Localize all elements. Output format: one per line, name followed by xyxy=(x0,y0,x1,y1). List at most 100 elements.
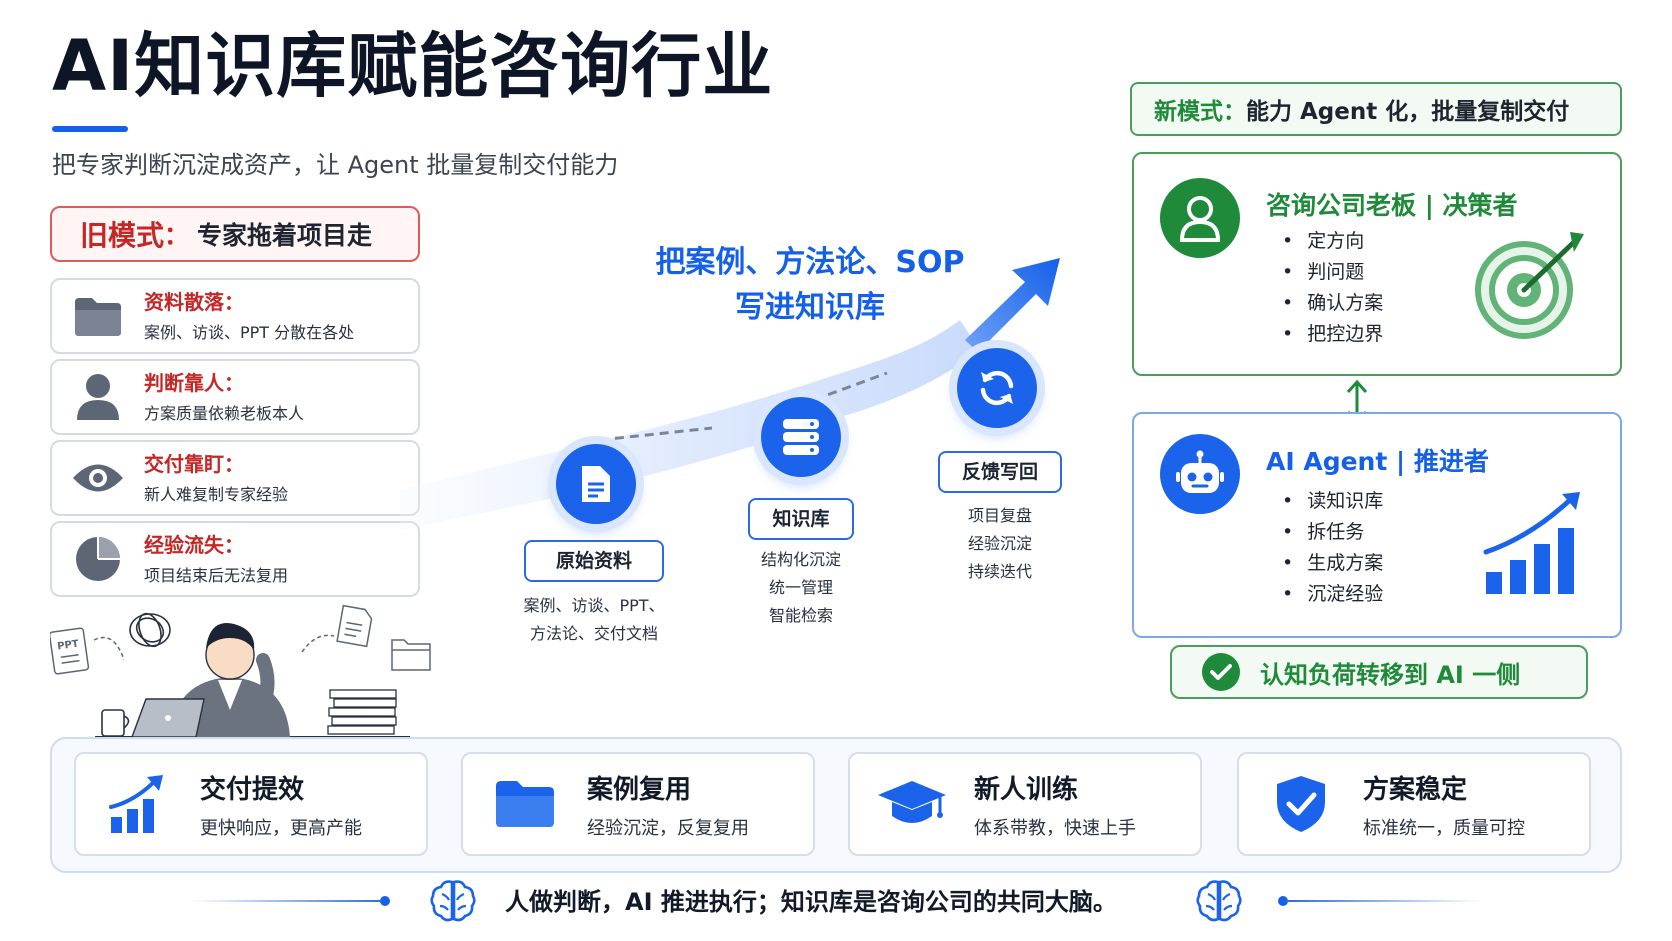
ppt-label: PPT xyxy=(57,639,80,653)
eye-icon xyxy=(52,442,144,514)
refresh-icon xyxy=(980,370,1014,406)
agent-duties-list: 读知识库 拆任务 生成方案 沉淀经验 xyxy=(1286,486,1383,610)
flow-band xyxy=(400,320,980,530)
database-icon xyxy=(783,419,819,455)
paper-stack-icon xyxy=(327,689,397,735)
ppt-document-icon: PPT xyxy=(48,627,90,675)
list-item: 拆任务 xyxy=(1286,517,1383,548)
old-item-desc: 项目结束后无法复用 xyxy=(144,565,289,585)
document-icon xyxy=(582,466,610,502)
old-mode-item-loss: 经验流失： 项目结束后无法复用 xyxy=(50,521,420,597)
node-desc-line: 持续迭代 xyxy=(967,562,1032,581)
growth-chart-icon xyxy=(76,773,200,835)
footer-tagline: 人做判断，AI 推进执行；知识库是咨询公司的共同大脑。 xyxy=(505,888,1117,916)
old-mode-item-scattered: 资料散落： 案例、访谈、PPT 分散在各处 xyxy=(50,278,420,354)
scribble-icon xyxy=(129,612,171,648)
bar-growth-icon xyxy=(1483,492,1580,594)
node-raw-material xyxy=(556,444,636,524)
new-mode-text: 能力 Agent 化，批量复制交付 xyxy=(1246,99,1570,125)
list-item: 生成方案 xyxy=(1286,548,1383,579)
list-item: 把控边界 xyxy=(1286,319,1383,350)
benefit-card-training: 新人训练 体系带教，快速上手 xyxy=(848,752,1202,856)
node-desc-line: 项目复盘 xyxy=(967,506,1032,525)
node-desc-line: 案例、访谈、PPT、 xyxy=(523,596,665,615)
new-mode-label: 新模式： xyxy=(1154,99,1246,125)
benefit-desc: 更快响应，更高产能 xyxy=(200,817,362,839)
check-circle-icon xyxy=(1202,653,1240,691)
benefit-desc: 经验沉淀，反复复用 xyxy=(587,817,749,839)
graduation-cap-icon xyxy=(850,777,974,831)
folder-icon xyxy=(52,280,144,352)
benefit-desc: 体系带教，快速上手 xyxy=(974,817,1136,839)
list-item: 读知识库 xyxy=(1286,486,1383,517)
benefit-card-stability: 方案稳定 标准统一，质量可控 xyxy=(1237,752,1591,856)
old-item-title: 交付靠盯： xyxy=(144,451,244,476)
old-mode-header: 旧模式 ： 专家拖着项目走 xyxy=(50,206,420,262)
old-mode-colon: ： xyxy=(164,221,190,250)
benefit-title: 新人训练 xyxy=(974,774,1079,805)
center-headline-line-1: 把案例、方法论、SOP xyxy=(655,245,965,280)
node-desc-feedback: 项目复盘 经验沉淀 持续迭代 xyxy=(910,502,1090,586)
node-label-feedback: 反馈写回 xyxy=(938,451,1062,493)
boss-role-title: 咨询公司老板 | 决策者 xyxy=(1266,191,1518,220)
list-item: 判问题 xyxy=(1286,257,1383,288)
old-mode-item-judgment: 判断靠人： 方案质量依赖老板本人 xyxy=(50,359,420,435)
footer-line-right xyxy=(1286,900,1481,902)
page-subtitle: 把专家判断沉淀成资产，让 Agent 批量复制交付能力 xyxy=(52,151,619,179)
brain-icon xyxy=(430,880,476,922)
old-mode-item-delivery: 交付靠盯： 新人难复制专家经验 xyxy=(50,440,420,516)
node-label-knowledge-base: 知识库 xyxy=(748,498,854,540)
pie-chart-icon xyxy=(52,523,144,595)
flow-graphic xyxy=(400,258,1060,530)
growth-arrow xyxy=(965,258,1060,352)
folder-outline-icon xyxy=(391,639,431,671)
node-label-raw-material: 原始资料 xyxy=(524,540,664,582)
folder-icon xyxy=(463,778,587,830)
page-title: AI知识库赋能咨询行业 xyxy=(52,25,774,107)
old-item-title: 判断靠人： xyxy=(144,370,244,395)
new-mode-header: 新模式： 能力 Agent 化，批量复制交付 xyxy=(1130,82,1622,136)
node-desc-line: 智能检索 xyxy=(768,606,833,625)
agent-role-title: AI Agent | 推进者 xyxy=(1266,447,1489,476)
footer-line-left xyxy=(190,900,385,902)
footer-dot-right xyxy=(1278,896,1288,906)
center-headline-line-2: 写进知识库 xyxy=(735,290,885,325)
shield-check-icon xyxy=(1239,774,1363,834)
stressed-consultant-illustration: PPT xyxy=(48,600,470,740)
benefit-card-delivery: 交付提效 更快响应，更高产能 xyxy=(74,752,428,856)
node-desc-line: 统一管理 xyxy=(768,578,833,597)
target-icon xyxy=(1475,232,1584,339)
boss-duties-list: 定方向 判问题 确认方案 把控边界 xyxy=(1286,226,1383,350)
list-item: 定方向 xyxy=(1286,226,1383,257)
old-item-title: 经验流失： xyxy=(144,532,244,557)
node-desc-knowledge-base: 结构化沉淀 统一管理 智能检索 xyxy=(711,546,891,630)
old-item-title: 资料散落： xyxy=(144,289,244,314)
cognitive-shift-text: 认知负荷转移到 AI 一侧 xyxy=(1260,660,1521,689)
list-item: 确认方案 xyxy=(1286,288,1383,319)
benefit-title: 方案稳定 xyxy=(1363,774,1468,805)
old-item-desc: 案例、访谈、PPT 分散在各处 xyxy=(144,322,355,342)
title-underline xyxy=(52,126,128,132)
node-desc-raw-material: 案例、访谈、PPT、 方法论、交付文档 xyxy=(504,592,684,648)
center-headline: 把案例、方法论、SOP 写进知识库 xyxy=(620,240,1000,330)
node-feedback xyxy=(957,348,1037,428)
node-desc-line: 方法论、交付文档 xyxy=(529,624,658,643)
node-desc-line: 结构化沉淀 xyxy=(760,550,841,569)
benefit-card-reuse: 案例复用 经验沉淀，反复复用 xyxy=(461,752,815,856)
node-knowledge-base xyxy=(761,397,841,477)
agent-role-card: AI Agent | 推进者 读知识库 拆任务 生成方案 沉淀经验 xyxy=(1132,412,1622,638)
boss-role-card: 咨询公司老板 | 决策者 定方向 判问题 确认方案 把控边界 xyxy=(1132,152,1622,376)
old-mode-text: 专家拖着项目走 xyxy=(197,221,373,250)
cognitive-shift-badge: 认知负荷转移到 AI 一侧 xyxy=(1170,645,1588,699)
dashed-connector-1 xyxy=(599,426,713,442)
robot-avatar-icon xyxy=(1160,434,1240,514)
brain-icon xyxy=(1196,880,1242,922)
person-avatar-icon xyxy=(1160,178,1240,258)
benefit-desc: 标准统一，质量可控 xyxy=(1363,817,1525,839)
old-item-desc: 新人难复制专家经验 xyxy=(144,484,289,504)
benefit-title: 交付提效 xyxy=(200,774,305,805)
person-icon xyxy=(52,361,144,433)
old-mode-label: 旧模式 xyxy=(80,219,165,252)
benefit-title: 案例复用 xyxy=(587,774,692,805)
old-item-desc: 方案质量依赖老板本人 xyxy=(144,403,305,423)
